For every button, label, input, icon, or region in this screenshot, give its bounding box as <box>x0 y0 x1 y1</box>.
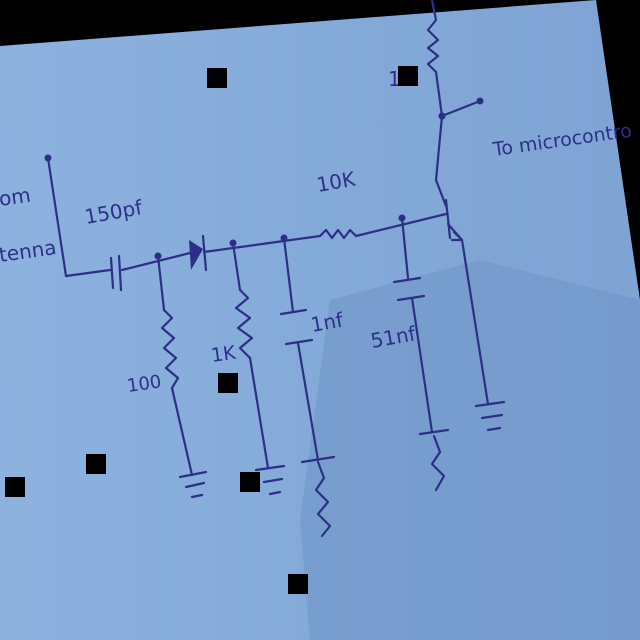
label-resistor-1k: 1K <box>210 342 238 367</box>
label-resistor-top: 1 <box>388 67 401 91</box>
redaction-marks <box>5 66 418 594</box>
label-cap-1nf: 1nf <box>309 307 346 336</box>
circuit-wires <box>44 0 506 538</box>
paper-shadow <box>300 260 640 640</box>
label-from-antenna-line1: om <box>0 183 32 211</box>
label-resistor-100: 100 <box>126 371 163 397</box>
